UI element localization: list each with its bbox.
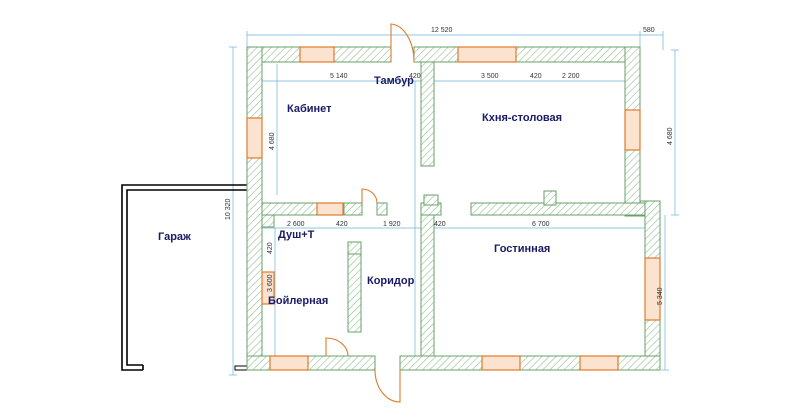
dim-top-total: 12 520 — [431, 27, 453, 34]
dim-mid-wall-2: 420 — [434, 221, 446, 228]
room-label-shower: Душ+Т — [278, 229, 315, 241]
room-label-tambur: Тамбур — [374, 75, 414, 87]
window-living-right — [644, 257, 661, 321]
window-shower — [316, 202, 344, 216]
window-boiler-bottom — [269, 355, 309, 371]
bottom-door — [374, 369, 401, 403]
windows — [246, 46, 661, 371]
dim-left-total: 10 320 — [225, 198, 232, 220]
dim-top-right: 580 — [643, 27, 655, 34]
room-label-kabinet: Кабинет — [287, 103, 332, 115]
dim-kabinet-w: 5 140 — [330, 73, 348, 80]
doors — [325, 23, 415, 403]
garage-outline — [121, 184, 250, 371]
dimension-lines — [229, 31, 679, 376]
window-kabinet-left — [246, 117, 263, 159]
room-label-garage: Гараж — [158, 231, 191, 243]
room-label-kitchen: Кхня-столовая — [482, 112, 562, 124]
dim-shower-wall: 420 — [267, 242, 274, 254]
dim-mid-wall-1: 420 — [336, 221, 348, 228]
dim-kitchen-wall: 420 — [530, 73, 542, 80]
window-kabinet-top — [299, 46, 335, 63]
dim-kitchen-w: 3 500 — [481, 73, 499, 80]
dim-mid-living: 6 700 — [532, 221, 550, 228]
dim-kitchen-right: 2 200 — [562, 73, 580, 80]
dim-right-upper: 4 680 — [667, 127, 674, 145]
window-kitchen-top — [457, 46, 517, 63]
window-kitchen-right — [624, 109, 641, 151]
dim-kabinet-h: 4 680 — [269, 132, 276, 150]
room-label-boiler: Бойлерная — [268, 295, 328, 307]
window-boiler-left — [261, 271, 275, 305]
entrance-door — [390, 23, 415, 63]
dim-tambur-wall: 420 — [409, 73, 421, 80]
shower-door — [361, 188, 378, 204]
dim-right-lower: 5 340 — [657, 287, 664, 305]
walls — [246, 46, 661, 371]
dim-mid-corridor: 1 920 — [383, 221, 401, 228]
dim-shower-w: 2 600 — [287, 221, 305, 228]
dim-boiler-h: 3 600 — [267, 274, 274, 292]
room-label-living: Гостинная — [494, 243, 550, 255]
window-living-bottom-2 — [579, 355, 619, 371]
boiler-door — [325, 337, 349, 357]
room-label-corridor: Коридор — [367, 275, 415, 287]
room-labels: Кабинет Тамбур Кхня-столовая Гараж Душ+Т… — [158, 75, 562, 307]
window-living-bottom-1 — [481, 355, 521, 371]
dimension-labels: 12 520 580 5 140 420 3 500 420 2 200 2 6… — [225, 27, 674, 305]
